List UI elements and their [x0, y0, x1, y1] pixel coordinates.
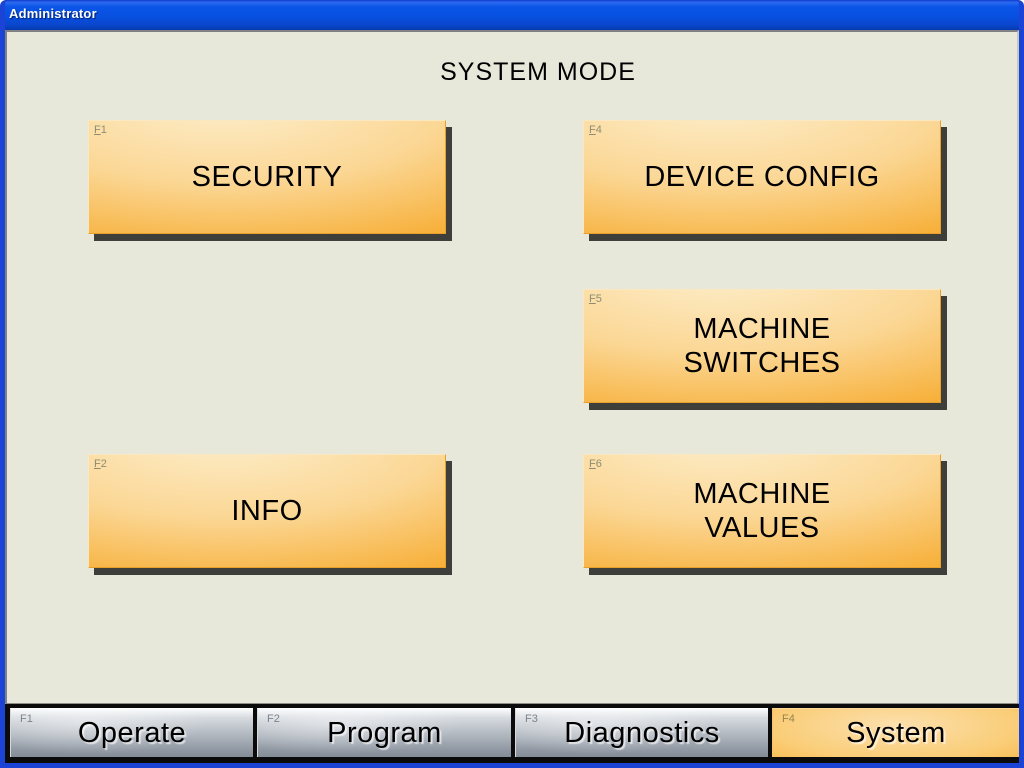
button-label: DEVICE CONFIG: [644, 160, 879, 194]
tab-label: Program: [327, 716, 442, 749]
fkey-label: F1: [20, 713, 33, 725]
tab-program[interactable]: F2 Program: [257, 708, 511, 757]
button-label: INFO: [231, 494, 302, 528]
tab-label: Diagnostics: [564, 716, 720, 749]
fkey-label: F6: [589, 458, 602, 470]
fkey-label: F2: [94, 458, 107, 470]
mode-button-security[interactable]: F1 SECURITY: [88, 120, 446, 234]
fkey-label: F4: [782, 713, 795, 725]
button-label-line: DEVICE CONFIG: [644, 161, 880, 193]
tab-operate[interactable]: F1 Operate: [10, 708, 253, 757]
title-bar: Administrator: [5, 0, 1019, 30]
button-label-line: SWITCHES: [683, 347, 841, 379]
tab-label: System: [846, 716, 946, 749]
button-label-line: SECURITY: [191, 161, 343, 193]
bottom-tab-bar: F1 Operate F2 Program F3 Diagnostics F4 …: [5, 703, 1019, 763]
fkey-label: F1: [94, 124, 107, 136]
fkey-label: F3: [525, 713, 538, 725]
content-area: SYSTEM MODE F1 SECURITY F4 DEVICE CONFIG…: [5, 30, 1019, 703]
button-label-line: INFO: [231, 495, 303, 527]
fkey-label: F5: [589, 293, 602, 305]
button-label-line: MACHINE: [693, 478, 831, 510]
button-label: SECURITY: [192, 160, 343, 194]
button-label-line: MACHINE: [693, 313, 831, 345]
tab-system[interactable]: F4 System: [772, 708, 1019, 757]
fkey-label: F4: [589, 124, 602, 136]
button-label: MACHINE SWITCHES: [683, 312, 840, 380]
window-title: Administrator: [9, 6, 97, 21]
fkey-label: F2: [267, 713, 280, 725]
mode-button-info[interactable]: F2 INFO: [88, 454, 446, 568]
tab-diagnostics[interactable]: F3 Diagnostics: [515, 708, 768, 757]
button-label-line: VALUES: [704, 512, 820, 544]
mode-button-machine-switches[interactable]: F5 MACHINE SWITCHES: [583, 289, 941, 403]
page-title: SYSTEM MODE: [440, 58, 636, 86]
mode-button-device-config[interactable]: F4 DEVICE CONFIG: [583, 120, 941, 234]
tab-label: Operate: [77, 716, 187, 749]
button-label: MACHINE VALUES: [693, 477, 830, 545]
mode-button-machine-values[interactable]: F6 MACHINE VALUES: [583, 454, 941, 568]
